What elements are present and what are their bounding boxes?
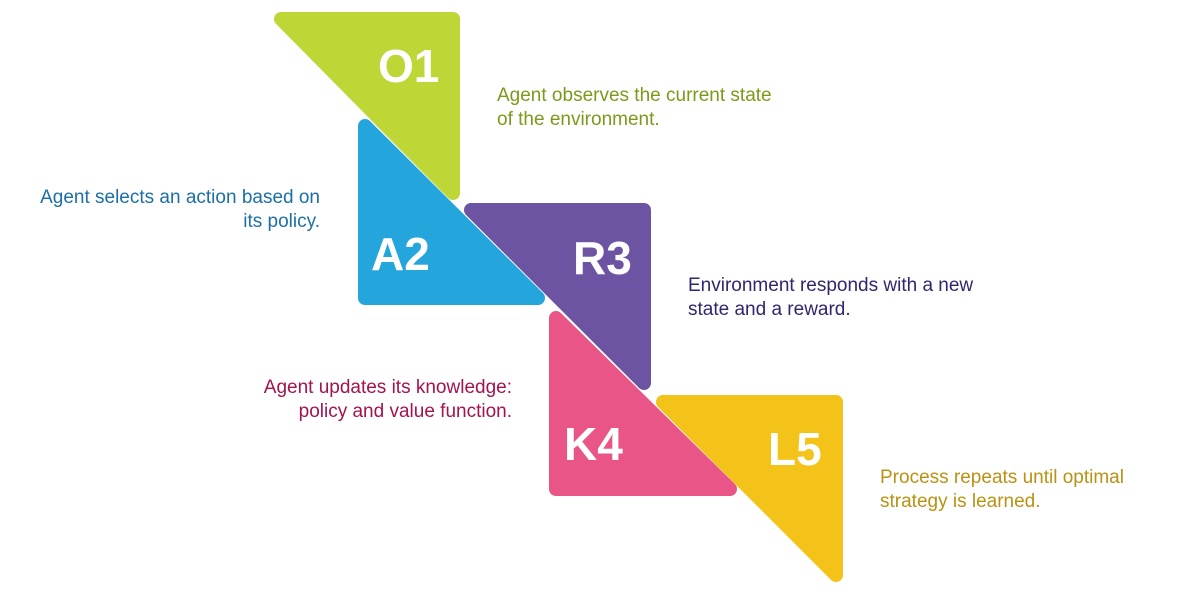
description-line: state and a reward. [688,299,851,320]
description-line: of the environment. [497,109,660,130]
step-l5-triangle [656,395,843,582]
step-a2-description: Agent selects an action based on its pol… [40,186,320,234]
description-line: Agent updates its knowledge: [263,377,512,398]
description-line: Process repeats until optimal [880,467,1124,488]
step-k4-description: Agent updates its knowledge: policy and … [264,376,512,424]
step-l5-label: L5 [768,423,822,475]
step-a2-label: A2 [371,228,430,280]
step-o1-label: O1 [378,40,439,92]
description-line: Agent selects an action based on [40,187,320,208]
description-line: strategy is learned. [880,491,1041,512]
description-line: Environment responds with a new [688,275,974,296]
description-line: policy and value function. [298,401,512,422]
step-k4-label: K4 [564,418,623,470]
step-r3-description: Environment responds with a new state an… [688,274,973,322]
step-l5-description: Process repeats until optimal strategy i… [880,466,1124,514]
step-r3-label: R3 [573,232,632,284]
step-o1-triangle [274,12,460,200]
step-a2-triangle [358,119,545,305]
step-o1-description: Agent observes the current state of the … [497,84,772,132]
step-r3-triangle [464,203,651,390]
step-k4-triangle [549,311,737,496]
description-line: Agent observes the current state [497,85,772,106]
description-line: its policy. [243,211,320,232]
